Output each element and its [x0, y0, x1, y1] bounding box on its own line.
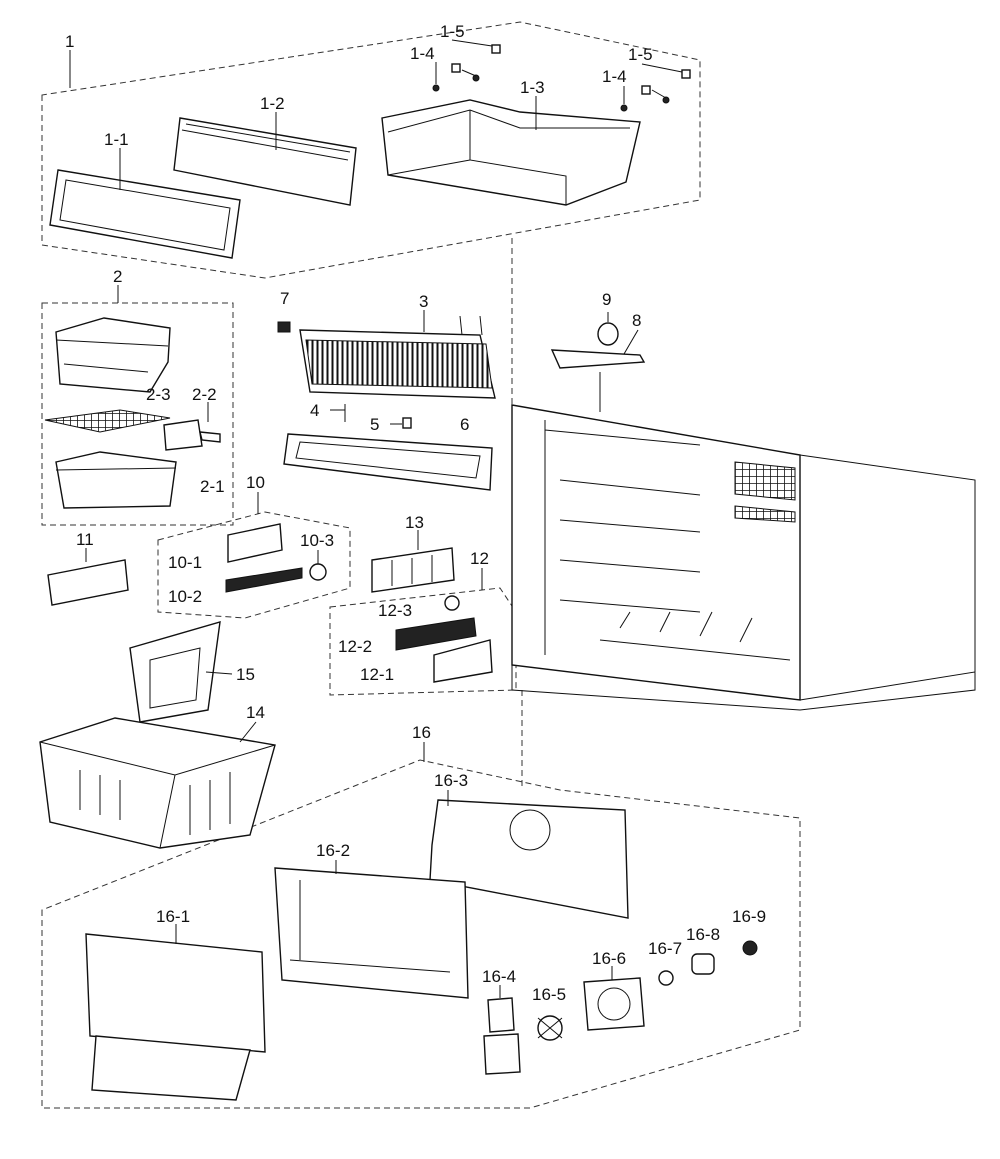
part-10-1-bracket — [227, 523, 283, 563]
group-12-boundary — [329, 568, 517, 696]
group-2-boundary — [41, 285, 234, 526]
part-16-3-rear-cover — [429, 790, 629, 919]
label-10-1: 10-1 — [168, 553, 202, 572]
label-7: 7 — [280, 289, 289, 308]
label-2-1: 2-1 — [200, 477, 225, 496]
label-10: 10 — [246, 473, 265, 492]
label-16-8: 16-8 — [686, 925, 720, 944]
part-1-3-crisper-drawer — [381, 96, 641, 206]
part-7-sensor — [277, 321, 291, 333]
label-1-5-left: 1-5 — [440, 22, 465, 41]
part-16-9-grommet — [742, 940, 758, 956]
label-1-2: 1-2 — [260, 94, 285, 113]
part-16-7-grommet — [658, 970, 674, 986]
part-11-rail — [47, 548, 129, 606]
label-1-4-left: 1-4 — [410, 44, 435, 63]
label-12: 12 — [470, 549, 489, 568]
label-2-3: 2-3 — [146, 385, 171, 404]
label-12-2: 12-2 — [338, 637, 372, 656]
group-10-boundary — [157, 492, 351, 619]
part-12-1-bracket — [433, 639, 493, 683]
label-1-4-right: 1-4 — [602, 67, 627, 86]
parts-1-4-1-5-left — [432, 39, 501, 92]
label-16-5: 16-5 — [532, 985, 566, 1004]
label-5: 5 — [370, 415, 379, 434]
label-1-3: 1-3 — [520, 78, 545, 97]
part-16-2-evaporator-cover — [274, 860, 469, 999]
part-1-1-crisper-cover — [49, 148, 241, 259]
part-16-1-front-cover — [85, 924, 266, 1101]
label-16-2: 16-2 — [316, 841, 350, 860]
label-16-3: 16-3 — [434, 771, 468, 790]
part-2-3-ice-grid — [44, 409, 171, 433]
part-9-lamp-bulb — [597, 312, 619, 346]
label-12-1: 12-1 — [360, 665, 394, 684]
part-4-fuse — [330, 404, 346, 422]
part-16-8-fan-mount — [691, 953, 715, 975]
label-1-5-right: 1-5 — [628, 45, 653, 64]
group-16-boundary — [41, 742, 801, 1109]
part-16-6-fan-housing — [583, 966, 645, 1031]
label-15: 15 — [236, 665, 255, 684]
part-2-2-auger-motor — [163, 402, 221, 451]
label-11: 11 — [76, 530, 94, 549]
part-10-3-knob — [309, 550, 327, 581]
part-3-evaporator — [299, 310, 496, 399]
label-10-2: 10-2 — [168, 587, 202, 606]
label-16-1: 16-1 — [156, 907, 190, 926]
part-1-2-cover-frame — [173, 112, 357, 206]
part-13-control-panel — [371, 530, 455, 593]
label-16: 16 — [412, 723, 431, 742]
part-15-basket-divider — [129, 621, 233, 723]
part-16-5-fan-blade — [537, 1015, 563, 1041]
label-10-3: 10-3 — [300, 531, 334, 550]
label-2-2: 2-2 — [192, 385, 217, 404]
refrigerator-cabinet — [511, 372, 976, 711]
label-4: 4 — [310, 401, 319, 420]
cabinet-guide-line — [511, 238, 523, 790]
part-14-freezer-basket — [39, 717, 276, 849]
label-2: 2 — [113, 267, 122, 286]
label-14: 14 — [246, 703, 265, 722]
group-1-boundary — [41, 21, 701, 279]
label-16-6: 16-6 — [592, 949, 626, 968]
callout-labels: 1 1-1 1-2 1-3 1-5 1-4 1-5 1-4 2 2-3 2-2 … — [65, 22, 766, 1004]
part-5-clip — [390, 417, 412, 429]
part-16-4-fan-motor — [483, 985, 521, 1075]
part-2-1-ice-bucket — [55, 451, 177, 509]
parts-1-4-1-5-right — [620, 63, 691, 112]
label-16-9: 16-9 — [732, 907, 766, 926]
label-3: 3 — [419, 292, 428, 311]
label-16-7: 16-7 — [648, 939, 682, 958]
label-13: 13 — [405, 513, 424, 532]
part-8-lamp-cover — [550, 329, 646, 369]
part-10-2-heater-bar — [225, 567, 303, 593]
label-16-4: 16-4 — [482, 967, 516, 986]
part-6-drain-pan — [283, 433, 493, 491]
label-9: 9 — [602, 290, 611, 309]
part-12-3-knob — [444, 595, 460, 611]
label-1-1: 1-1 — [104, 130, 129, 149]
part-12-2-heater-bar — [395, 617, 477, 651]
label-1: 1 — [65, 32, 74, 51]
label-12-3: 12-3 — [378, 601, 412, 620]
label-6: 6 — [460, 415, 469, 434]
label-8: 8 — [632, 311, 641, 330]
part-2-ice-maker — [55, 317, 171, 393]
